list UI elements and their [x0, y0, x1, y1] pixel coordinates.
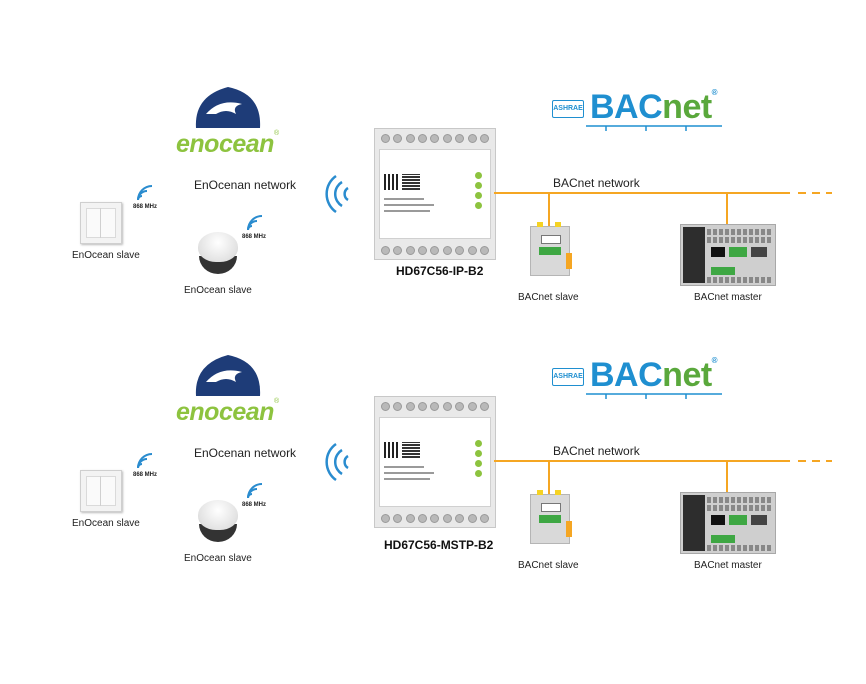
bacnet-network-line: [494, 460, 790, 462]
gateway-device: [374, 396, 496, 528]
switch-frequency: 868 MHz: [133, 472, 158, 478]
enocean-logo-text: enocean®: [176, 398, 279, 426]
enocean-network-label: EnOcenan network: [194, 446, 297, 460]
sensor-slave-label: EnOcean slave: [184, 553, 252, 564]
bacnet-logo-text: BACnet®: [590, 88, 718, 126]
enocean-logo-text: enocean®: [176, 130, 279, 158]
gateway-name: HD67C56-IP-B2: [396, 264, 484, 278]
enocean-switch-device: [80, 202, 122, 244]
bacnet-master-label: BACnet master: [694, 292, 762, 303]
bacnet-master-device: [680, 224, 776, 286]
sensor-frequency: 868 MHz: [242, 234, 267, 240]
bacnet-slave-label: BACnet slave: [518, 292, 579, 303]
wifi-icon: [137, 185, 153, 201]
bacnet-network-label: BACnet network: [553, 176, 640, 190]
enocean-network-label: EnOcenan network: [194, 178, 297, 192]
diagram-1: enocean® EnOcenan network 868 MHz EnOcea…: [0, 0, 866, 320]
bacnet-logo-underline: [586, 393, 722, 399]
bacnet-slave-label: BACnet slave: [518, 560, 579, 571]
radio-waves-icon: [325, 442, 349, 482]
switch-slave-label: EnOcean slave: [72, 250, 140, 261]
wifi-icon: [247, 215, 263, 231]
diagram-2: enocean® EnOcenan network 868 MHz EnOcea…: [0, 268, 866, 588]
wifi-icon: [247, 483, 263, 499]
enocean-sensor-device: [196, 500, 240, 546]
enocean-dolphin-logo: [195, 355, 261, 396]
enocean-switch-device: [80, 470, 122, 512]
enocean-dolphin-logo: [195, 87, 261, 128]
switch-slave-label: EnOcean slave: [72, 518, 140, 529]
bacnet-logo-text: BACnet®: [590, 356, 718, 394]
gateway-name: HD67C56-MSTP-B2: [384, 538, 494, 552]
bacnet-master-device: [680, 492, 776, 554]
ashrae-badge: ASHRAE: [552, 368, 584, 386]
wifi-icon: [137, 453, 153, 469]
enocean-sensor-device: [196, 232, 240, 278]
bacnet-slave-device: [530, 490, 572, 544]
radio-waves-icon: [325, 174, 349, 214]
bacnet-slave-device: [530, 222, 572, 276]
sensor-slave-label: EnOcean slave: [184, 285, 252, 296]
bacnet-network-line: [494, 192, 790, 194]
switch-frequency: 868 MHz: [133, 204, 158, 210]
gateway-device: [374, 128, 496, 260]
sensor-frequency: 868 MHz: [242, 502, 267, 508]
bacnet-network-label: BACnet network: [553, 444, 640, 458]
bacnet-master-label: BACnet master: [694, 560, 762, 571]
bacnet-logo-underline: [586, 125, 722, 131]
ashrae-badge: ASHRAE: [552, 100, 584, 118]
